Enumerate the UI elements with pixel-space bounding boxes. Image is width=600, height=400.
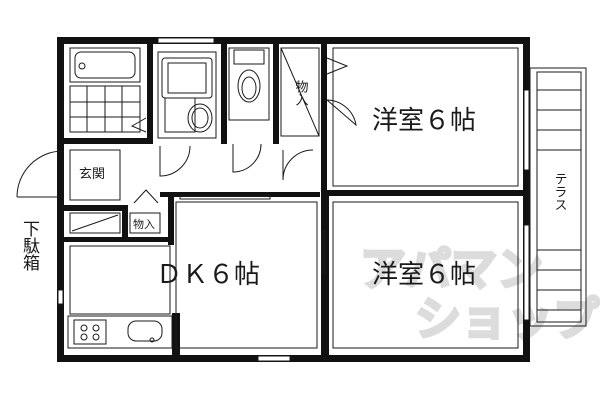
room-label-dining-kitchen: ＤＫ６帖	[156, 260, 260, 290]
room-label-western-top: 洋室６帖	[372, 106, 476, 136]
watermark-line1: アパマン	[360, 242, 543, 296]
shoe-box-label: 下駄箱	[19, 220, 40, 271]
storage-room-label: 物入	[133, 217, 155, 231]
fixtures	[16, 47, 587, 349]
entrance-label: 玄関	[79, 167, 105, 182]
storage-hall-label: 物入	[293, 80, 309, 106]
interior-walls	[64, 44, 523, 355]
outer-walls	[57, 37, 530, 362]
room-label-western-bottom: 洋室６帖	[372, 260, 476, 290]
watermark: アパマン ショップ	[359, 241, 600, 348]
watermark-line2: ショップ	[415, 292, 599, 346]
terrace-label: テラス	[552, 172, 567, 211]
windows	[57, 37, 530, 362]
